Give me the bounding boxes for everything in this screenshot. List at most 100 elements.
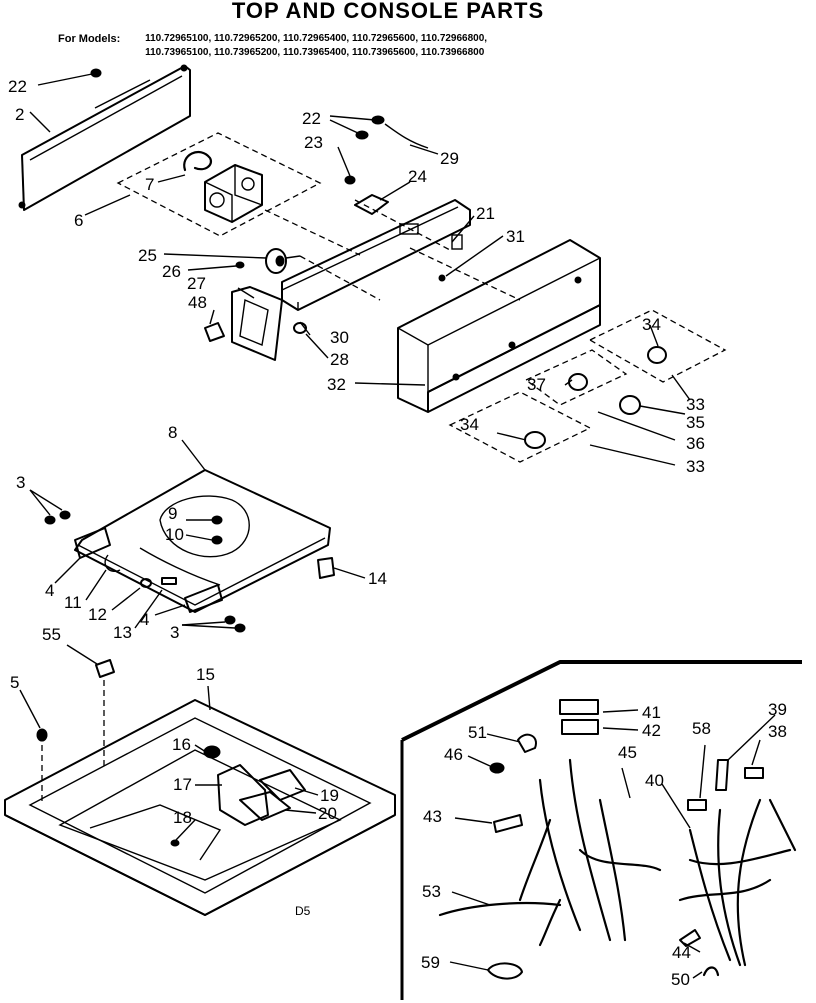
- knob-25-part: [265, 248, 301, 274]
- callout-5: 5: [10, 673, 19, 692]
- connector-42: [561, 719, 599, 735]
- callout-30: 30: [330, 328, 349, 347]
- callout-51: 51: [468, 723, 487, 742]
- knob-35: [619, 395, 641, 415]
- callout-24: 24: [408, 167, 427, 186]
- callout-19: 19: [320, 786, 339, 805]
- wire-clip-part: [183, 151, 213, 172]
- timer-part: [204, 164, 263, 223]
- callout-17: 17: [173, 775, 192, 794]
- screw-22-top: [90, 68, 102, 78]
- bracket-19: [259, 769, 306, 801]
- timer-box: [116, 132, 322, 237]
- switch-box-33-lower: [448, 391, 592, 463]
- callout-8: 8: [168, 423, 177, 442]
- clip-44: [679, 929, 701, 947]
- callout-28: 28: [330, 350, 349, 369]
- wire-harness-45: [518, 758, 662, 947]
- diagram-code: D5: [295, 904, 311, 918]
- bracket-27-part: [231, 286, 283, 361]
- wire-harness-40: [678, 798, 797, 967]
- clamp-59: [487, 962, 523, 980]
- harness-inset-border: [401, 660, 802, 742]
- callout-3-lower: 3: [170, 623, 179, 642]
- callout-36: 36: [686, 434, 705, 453]
- callout-10: 10: [165, 525, 184, 544]
- screw-26: [235, 261, 245, 269]
- pin-13: [161, 577, 177, 585]
- leader-lines: [19, 73, 776, 979]
- wire-tie-50: [702, 966, 720, 977]
- connector-43: [493, 814, 523, 833]
- callout-15: 15: [196, 665, 215, 684]
- callout-41: 41: [642, 703, 661, 722]
- callout-55: 55: [42, 625, 61, 644]
- bolt-9: [211, 515, 223, 525]
- hinge-4-right: [184, 584, 223, 613]
- switch-16: [203, 745, 221, 759]
- rear-panel-part: [18, 64, 191, 211]
- wire-53: [438, 901, 562, 917]
- lid-switch-17: [217, 764, 269, 826]
- callout-4-left: 4: [45, 581, 54, 600]
- callout-32: 32: [327, 375, 346, 394]
- knob-34-upper: [647, 346, 667, 364]
- callout-11: 11: [64, 593, 82, 612]
- callout-6: 6: [74, 211, 83, 230]
- diagram-title: TOP AND CONSOLE PARTS: [231, 0, 545, 23]
- callout-26: 26: [162, 262, 181, 281]
- callout-35: 35: [686, 413, 705, 432]
- callout-12: 12: [88, 605, 107, 624]
- switch-rail-part: [281, 199, 471, 311]
- clip-48-part: [204, 322, 225, 342]
- callout-13: 13: [113, 623, 132, 642]
- model-list: For Models: 110.72965100, 110.72965200, …: [58, 32, 798, 60]
- callout-58: 58: [692, 719, 711, 738]
- callout-34-upper: 34: [642, 315, 661, 334]
- callout-44: 44: [672, 943, 691, 962]
- model-list-line-2: 110.73965100, 110.73965200, 110.73965400…: [145, 47, 485, 58]
- screws-22-29: [344, 115, 429, 185]
- callout-40: 40: [645, 771, 664, 790]
- callout-25: 25: [138, 246, 157, 265]
- screw-3-d: [234, 623, 246, 633]
- screw-3-c: [224, 615, 236, 625]
- screw-5: [36, 728, 48, 742]
- callout-23: 23: [304, 133, 323, 152]
- callout-48: 48: [188, 293, 207, 312]
- callout-21: 21: [476, 204, 495, 223]
- callout-59: 59: [421, 953, 440, 972]
- callout-45: 45: [618, 743, 637, 762]
- callout-31: 31: [506, 227, 525, 246]
- connector-38: [744, 767, 764, 779]
- callout-22: 22: [8, 77, 27, 96]
- callout-33-upper: 33: [686, 395, 705, 414]
- terminal-39: [715, 759, 729, 791]
- spring-11: [104, 554, 121, 572]
- callout-20: 20: [318, 804, 337, 823]
- connector-41: [559, 699, 599, 715]
- callout-3-upper: 3: [16, 473, 25, 492]
- connector-58: [687, 799, 707, 811]
- callout-14: 14: [368, 569, 387, 588]
- callout-9: 9: [168, 504, 177, 523]
- nut-10: [211, 535, 223, 545]
- callout-33-lower: 33: [686, 457, 705, 476]
- screw-3-a: [44, 515, 56, 525]
- callout-46: 46: [444, 745, 463, 764]
- model-list-line-1: 110.72965100, 110.72965200, 110.72965400…: [145, 33, 488, 44]
- hinge-4-left: [74, 527, 111, 559]
- bracket-24-part: [354, 194, 389, 215]
- callout-4-right: 4: [140, 610, 149, 629]
- screw-3-b: [59, 510, 71, 520]
- washer-12: [140, 578, 152, 588]
- model-list-prefix: For Models:: [58, 33, 121, 45]
- callout-labels: 22 2 6 7 22 23 29 24 21 31 25 26 27 48 3…: [8, 77, 787, 989]
- callout-53: 53: [422, 882, 441, 901]
- clip-51: [517, 733, 537, 753]
- switch-37: [568, 373, 588, 391]
- callout-34-lower: 34: [460, 415, 479, 434]
- callout-22b: 22: [302, 109, 321, 128]
- callout-18: 18: [173, 808, 192, 827]
